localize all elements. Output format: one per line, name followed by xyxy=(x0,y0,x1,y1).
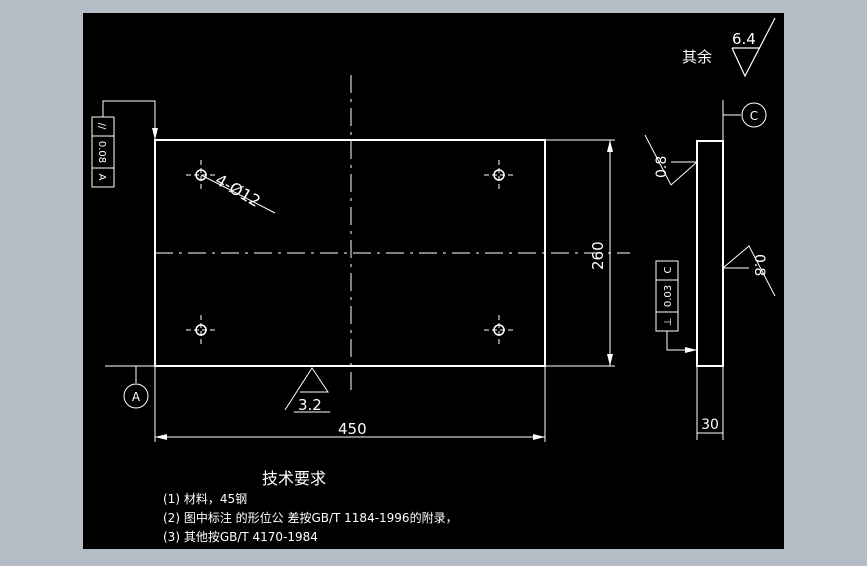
notes-item-1: (1) 材料，45钢 xyxy=(163,492,247,506)
tolerance-front-value: 0.08 xyxy=(96,141,107,163)
hole-bottom-left xyxy=(186,315,216,345)
datum-a-marker: A xyxy=(105,365,155,409)
roughness-side-left-value: 0.8 xyxy=(654,156,670,178)
height-dimension-value: 260 xyxy=(589,241,607,270)
roughness-side-left-symbol: 0.8 xyxy=(644,134,699,186)
thickness-dimension: 30 xyxy=(696,366,724,440)
height-dimension: 260 xyxy=(545,139,615,367)
technical-notes: 技术要求 (1) 材料，45钢 (2) 图中标注 的形位公 差按GB/T 118… xyxy=(163,469,458,544)
hole-leader xyxy=(200,174,276,214)
notes-item-3: (3) 其他按GB/T 4170-1984 xyxy=(163,530,318,544)
roughness-bottom-value: 3.2 xyxy=(298,396,322,414)
tolerance-side-symbol: ⊥ xyxy=(663,318,674,327)
side-view: C 0.8 0.8 C 0.03 ⊥ 30 xyxy=(644,100,776,440)
datum-c-label: C xyxy=(750,109,758,123)
notes-item-2: (2) 图中标注 的形位公 差按GB/T 1184-1996的附录， xyxy=(163,510,458,525)
hole-top-right xyxy=(484,160,514,190)
front-view: 4-Ø12 450 260 3.2 xyxy=(91,75,630,442)
width-dimension: 450 xyxy=(154,366,546,442)
datum-a-label: A xyxy=(132,390,141,404)
drawing-sheet xyxy=(83,13,784,549)
tolerance-front-symbol: // xyxy=(96,123,107,130)
roughness-side-right-value: 0.8 xyxy=(751,254,767,276)
roughness-bottom-symbol: 3.2 xyxy=(284,367,330,414)
tolerance-side-datum: C xyxy=(663,266,674,273)
datum-c-marker: C xyxy=(722,100,767,141)
tolerance-frame-side: C 0.03 ⊥ xyxy=(655,260,697,353)
thickness-dimension-value: 30 xyxy=(701,417,719,433)
side-view-outline xyxy=(696,140,724,367)
hole-bottom-right xyxy=(484,315,514,345)
width-dimension-value: 450 xyxy=(338,420,367,438)
roughness-general-prefix: 其余 xyxy=(682,48,712,66)
roughness-general-value: 6.4 xyxy=(732,30,756,48)
notes-title: 技术要求 xyxy=(262,469,326,488)
tolerance-frame-front: // 0.08 A xyxy=(91,100,158,188)
roughness-side-right-symbol: 0.8 xyxy=(721,245,776,297)
tolerance-side-value: 0.03 xyxy=(663,285,674,307)
tolerance-front-datum: A xyxy=(96,174,107,181)
hole-top-left xyxy=(186,160,216,190)
roughness-general-symbol: 其余 6.4 xyxy=(682,17,776,78)
